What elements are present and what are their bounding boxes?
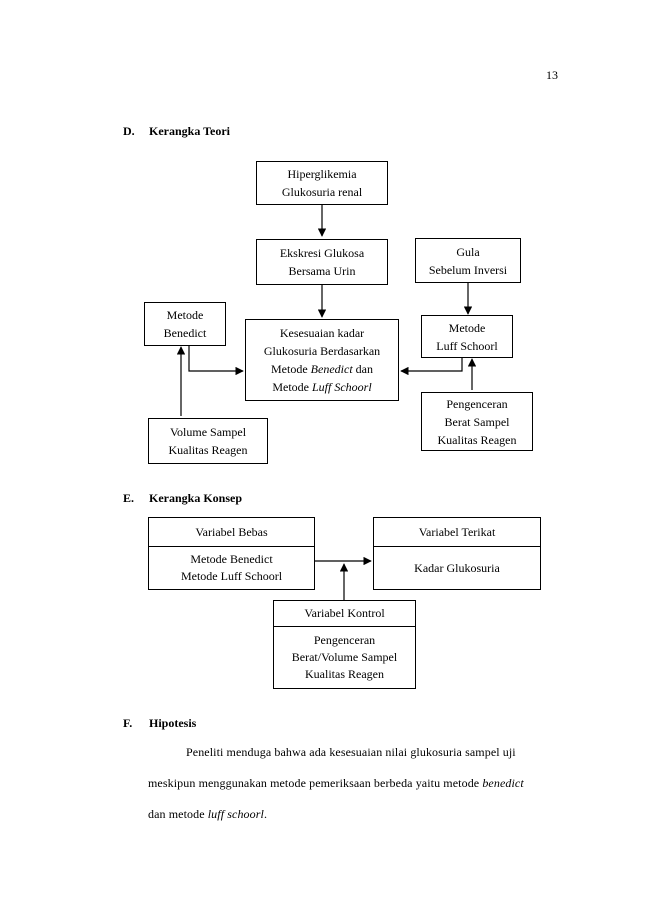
box-variabel-kontrol: Variabel Kontrol Pengenceran Berat/Volum… [273,600,416,689]
hipotesis-line-2: meskipun menggunakan metode pemeriksaan … [148,776,524,791]
variabel-kontrol-item-3: Kualitas Reagen [305,667,384,681]
box-ekskresi-glukosa: Ekskresi Glukosa Bersama Urin [256,239,388,285]
variabel-kontrol-item-2: Berat/Volume Sampel [291,650,398,664]
box-metode-benedict: Metode Benedict [144,302,226,346]
arrow-benedict-to-kesesuaian [188,346,244,376]
box-ekskresi-line-2: Bersama Urin [288,264,356,278]
hipotesis-line-3-end: . [263,807,268,821]
box-kesesuaian-line-2: Glukosuria Berdasarkan [263,344,381,358]
variabel-kontrol-item-1: Pengenceran [313,633,376,647]
variabel-bebas-header: Variabel Bebas [149,518,314,547]
box-hiperglikemia-line-1: Hiperglikemia [287,167,357,181]
box-variabel-terikat: Variabel Terikat Kadar Glukosuria [373,517,541,590]
hipotesis-line-3-italic: luff schoorl [207,807,264,821]
arrow-luff-to-kesesuaian [400,358,463,376]
page-number: 13 [546,68,558,82]
section-d-letter: D. [123,124,135,138]
section-f-letter: F. [123,716,133,730]
variabel-terikat-body: Kadar Glukosuria [374,547,540,589]
box-volume-sampel: Volume Sampel Kualitas Reagen [148,418,268,464]
section-e-letter: E. [123,491,135,505]
box-hiperglikemia: Hiperglikemia Glukosuria renal [256,161,388,205]
section-e-heading: E. Kerangka Konsep [123,491,242,506]
hipotesis-line-1: Peneliti menduga bahwa ada kesesuaian ni… [186,745,516,759]
variabel-terikat-header: Variabel Terikat [374,518,540,547]
box-pengenceran: Pengenceran Berat Sampel Kualitas Reagen [421,392,533,451]
box-luff-line-1: Metode [448,320,486,335]
hipotesis-line-2-italic: benedict [482,776,524,790]
hipotesis-line-3: dan metode luff schoorl. [148,807,267,822]
box-kesesuaian-line-3: Metode Benedict dan [271,362,373,376]
box-variabel-bebas: Variabel Bebas Metode Benedict Metode Lu… [148,517,315,590]
box-gula-line-1: Gula [456,244,480,259]
variabel-bebas-body: Metode Benedict Metode Luff Schoorl [149,547,314,589]
section-d-title: Kerangka Teori [149,124,231,138]
variabel-bebas-item-2: Metode Luff Schoorl [180,569,283,583]
box-metode-luff-schoorl: Metode Luff Schoorl [421,315,513,358]
section-f-heading: F. Hipotesis [123,716,196,731]
box-benedict-line-2: Benedict [163,326,207,340]
box-volume-line-2: Kualitas Reagen [168,443,248,457]
box-volume-line-1: Volume Sampel [169,425,247,439]
box-kesesuaian-line-1: Kesesuaian kadar [279,326,365,340]
box-gula-line-2: Sebelum Inversi [428,262,508,277]
hipotesis-line-3-text: dan metode [148,807,208,821]
variabel-kontrol-header: Variabel Kontrol [274,601,415,627]
box-kesesuaian-line-4: Metode Luff Schoorl [272,380,372,394]
box-gula-sebelum-inversi: Gula Sebelum Inversi [415,238,521,283]
section-d-heading: D. Kerangka Teori [123,124,230,139]
variabel-bebas-item-1: Metode Benedict [190,552,273,566]
box-hiperglikemia-line-2: Glukosuria renal [281,185,363,199]
box-kesesuaian-kadar: Kesesuaian kadar Glukosuria Berdasarkan … [245,319,399,401]
section-e-title: Kerangka Konsep [149,491,243,505]
box-luff-line-2: Luff Schoorl [436,338,498,353]
box-pengenceran-line-2: Berat Sampel [444,414,510,429]
box-pengenceran-line-1: Pengenceran [446,396,508,411]
box-ekskresi-line-1: Ekskresi Glukosa [279,246,365,260]
box-pengenceran-line-3: Kualitas Reagen [437,432,517,447]
variabel-terikat-item-1: Kadar Glukosuria [414,560,500,575]
box-benedict-line-1: Metode [166,308,204,322]
section-f-title: Hipotesis [149,716,197,730]
hipotesis-line-2-text: meskipun menggunakan metode pemeriksaan … [148,776,483,790]
variabel-kontrol-body: Pengenceran Berat/Volume Sampel Kualitas… [274,627,415,688]
